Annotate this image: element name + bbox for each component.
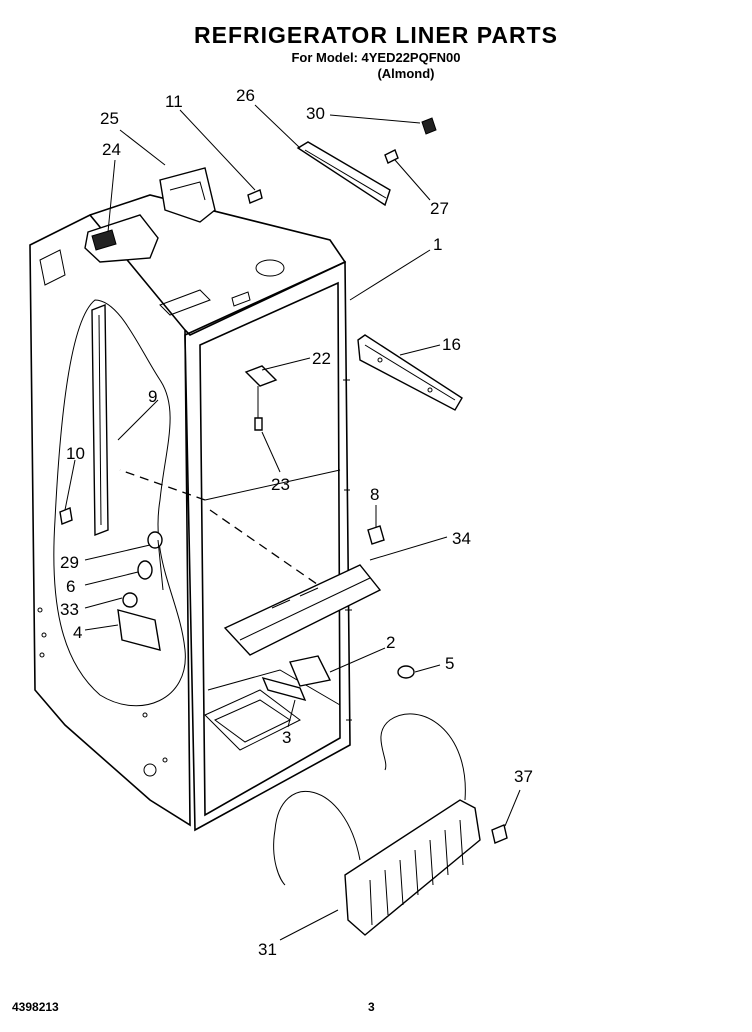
diagram-title: REFRIGERATOR LINER PARTS xyxy=(194,22,558,48)
part-9-rail xyxy=(91,303,109,537)
liner-body xyxy=(29,194,352,832)
part-24-housing xyxy=(84,214,159,263)
callout-11: 11 xyxy=(165,92,183,111)
part-4-lens xyxy=(117,609,161,651)
callout-26: 26 xyxy=(236,86,255,105)
callout-6: 6 xyxy=(66,577,75,596)
part-3-bracket xyxy=(261,676,307,702)
callout-labels: 11 26 30 25 24 27 1 16 22 9 10 23 8 34 2… xyxy=(60,86,533,959)
part-6-lamp xyxy=(137,560,153,580)
callout-34: 34 xyxy=(452,529,471,548)
callout-24: 24 xyxy=(102,140,121,159)
footer-part-number: 4398213 xyxy=(12,1000,59,1014)
callout-9: 9 xyxy=(148,387,157,406)
part-8-clip xyxy=(367,525,385,545)
footer-page-number: 3 xyxy=(368,1000,375,1014)
callout-1: 1 xyxy=(433,235,442,254)
callout-31: 31 xyxy=(258,940,277,959)
callout-4: 4 xyxy=(73,623,82,642)
callout-23: 23 xyxy=(271,475,290,494)
callout-30: 30 xyxy=(306,104,325,123)
part-23-screw xyxy=(254,417,263,431)
part-29-socket xyxy=(147,531,163,549)
part-31-crisper-cover xyxy=(273,713,481,936)
part-26-rail xyxy=(296,141,391,207)
part-5-nut xyxy=(397,665,415,679)
callout-33: 33 xyxy=(60,600,79,619)
callout-5: 5 xyxy=(445,654,454,673)
part-34-channel xyxy=(223,564,382,656)
leader-lines xyxy=(64,104,521,941)
callout-2: 2 xyxy=(386,633,395,652)
model-line: For Model: 4YED22PQFN00 xyxy=(291,50,461,65)
part-33-bulb xyxy=(122,592,138,608)
part-37-screw xyxy=(491,824,508,844)
color-variant: (Almond) xyxy=(377,66,435,81)
callout-16: 16 xyxy=(442,335,461,354)
part-11-screw xyxy=(247,189,263,204)
part-27-screw xyxy=(384,149,399,164)
callout-37: 37 xyxy=(514,767,533,786)
callout-22: 22 xyxy=(312,349,331,368)
callout-3: 3 xyxy=(282,728,291,747)
callout-8: 8 xyxy=(370,485,379,504)
callout-10: 10 xyxy=(66,444,85,463)
part-16-bracket xyxy=(357,334,463,411)
part-2-plate xyxy=(289,655,332,687)
callout-27: 27 xyxy=(430,199,449,218)
callout-25: 25 xyxy=(100,109,119,128)
part-30-clip xyxy=(421,117,437,135)
part-10-screw xyxy=(59,507,73,525)
part-25-bracket xyxy=(159,167,216,223)
part-22-bracket xyxy=(244,365,278,387)
callout-29: 29 xyxy=(60,553,79,572)
